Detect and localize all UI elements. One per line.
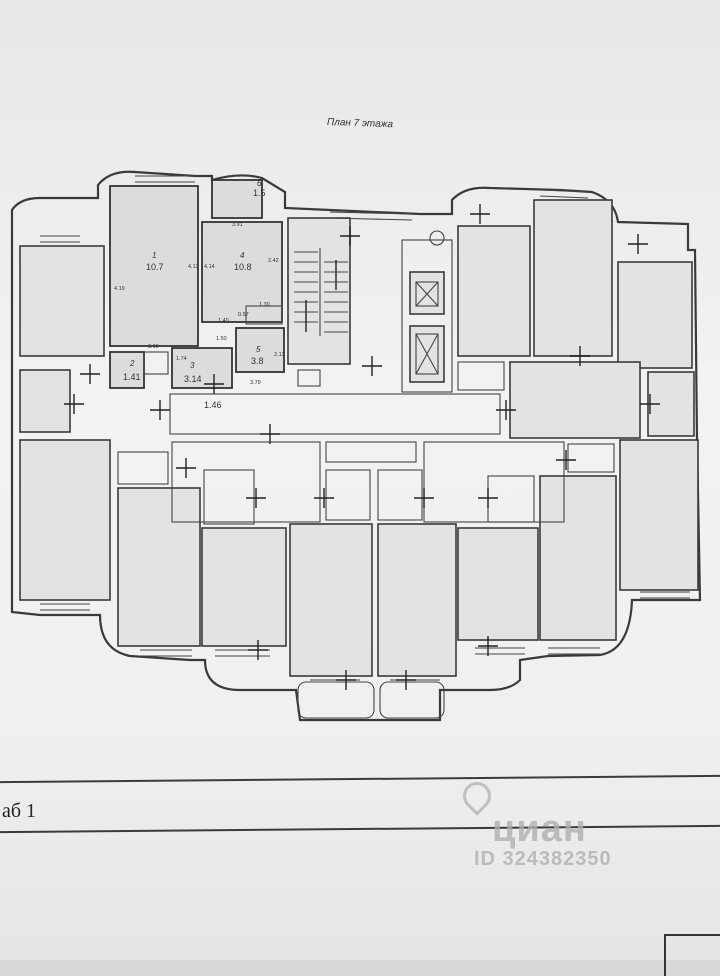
dim-label: 1.74	[176, 356, 187, 362]
closet	[245, 305, 283, 325]
room-3-number: 3	[190, 361, 195, 370]
dim-label: 1.30	[259, 302, 270, 308]
elevator-core	[401, 239, 453, 393]
room-6-number: 6	[257, 179, 262, 188]
balcony-low-1	[297, 681, 375, 719]
stair-landing-box	[297, 369, 321, 387]
corner-frame	[664, 934, 720, 976]
room-left-top	[19, 245, 105, 357]
dim-label: 3.10	[148, 344, 159, 350]
room-6-area: 1.5	[253, 188, 266, 198]
room-low-3	[289, 523, 373, 677]
garbage-chute-icon	[429, 230, 445, 246]
room-2	[109, 351, 145, 389]
hall-low-2	[567, 443, 615, 473]
dim-label: 4.14	[204, 264, 215, 270]
dim-label: 1.46	[204, 400, 222, 410]
dim-label: 0.57	[238, 312, 249, 318]
dim-label: 1.50	[216, 336, 227, 342]
room-4	[201, 221, 283, 323]
bath-low-1	[203, 469, 255, 525]
watermark-id: ID 324382350	[474, 848, 612, 870]
room-5-number: 5	[256, 345, 261, 354]
corridor	[169, 393, 501, 435]
room-1-number: 1	[152, 251, 156, 260]
room-low-4	[377, 523, 457, 677]
dim-label: 1.40	[218, 318, 229, 324]
closet-small	[143, 351, 169, 375]
table-label: аб 1	[2, 800, 37, 822]
room-1	[109, 185, 199, 347]
room-low-2	[201, 527, 287, 647]
door-marks	[64, 204, 660, 690]
balcony-low-2	[379, 681, 445, 719]
elevator-shaft-1	[409, 271, 445, 315]
bath-low-4	[487, 475, 535, 523]
room-5-area: 3.8	[251, 356, 264, 366]
room-right-small	[457, 361, 505, 391]
hall-low-1	[117, 451, 169, 485]
dim-label: 3.91	[232, 222, 243, 228]
room-right-e	[619, 439, 699, 591]
room-left-mid	[19, 369, 71, 433]
room-right-b	[533, 199, 613, 357]
elevator-shaft-2	[409, 325, 445, 383]
room-3	[171, 347, 233, 389]
dim-label: 2.42	[268, 258, 279, 264]
dim-label: 4.19	[114, 286, 125, 292]
room-low-1	[117, 487, 201, 647]
room-6	[211, 179, 263, 219]
room-right-a	[457, 225, 531, 357]
room-low-6	[539, 475, 617, 641]
stairwell	[287, 217, 351, 365]
room-left-bottom	[19, 439, 111, 601]
watermark-brand: циан	[492, 808, 587, 850]
room-right-c	[617, 261, 693, 369]
dim-label: 3.79	[250, 380, 261, 386]
room-3-area: 3.14	[184, 374, 202, 384]
room-2-area: 1.41	[123, 372, 141, 382]
dim-label: 4.13	[188, 264, 199, 270]
bath-low-3	[377, 469, 423, 521]
room-low-5	[457, 527, 539, 641]
hall-low-3	[171, 441, 321, 523]
room-1-area: 10.7	[146, 262, 164, 272]
dim-label: 2.13	[274, 352, 285, 358]
room-4-area: 10.8	[234, 262, 252, 272]
building-outline	[10, 170, 702, 722]
corridor-niche	[325, 441, 417, 463]
room-2-number: 2	[129, 359, 135, 368]
room-4-number: 4	[240, 251, 245, 260]
room-right-hall	[509, 361, 641, 439]
room-5	[235, 327, 285, 373]
hall-low-4	[423, 441, 565, 523]
stair-steps	[294, 248, 348, 336]
bath-low-2	[325, 469, 371, 521]
